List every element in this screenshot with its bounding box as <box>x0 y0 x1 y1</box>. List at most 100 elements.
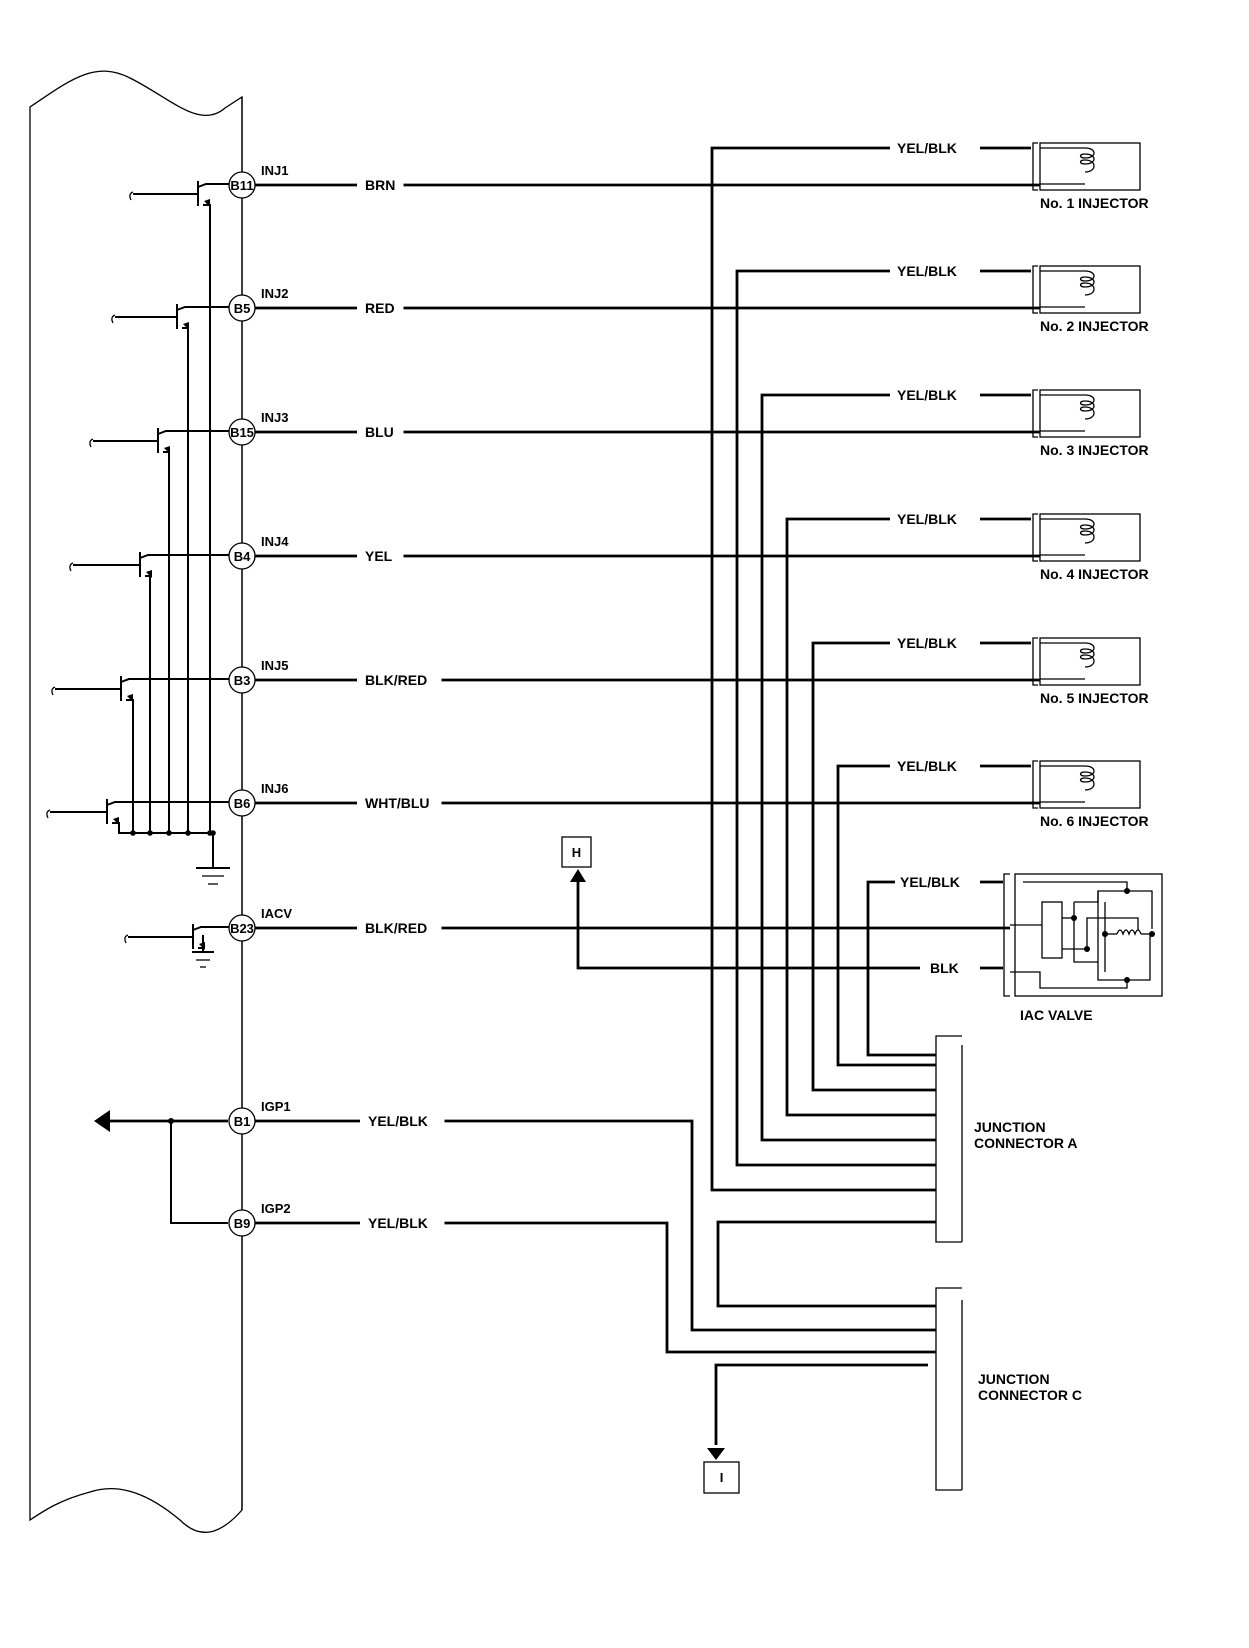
emitter-return <box>145 575 151 833</box>
injector-body <box>1039 513 1141 562</box>
pin-signal: INJ4 <box>261 534 289 549</box>
injector-label: No. 5 INJECTOR <box>1040 690 1149 706</box>
collector-line <box>176 306 229 311</box>
injector-label: No. 6 INJECTOR <box>1040 813 1149 829</box>
driver-transistor-6 <box>46 799 229 825</box>
emitter-return <box>112 822 213 834</box>
injectors: No. 1 INJECTOR No. 2 INJECTOR No. 3 INJECT… <box>1032 142 1149 829</box>
signal-input-icon <box>129 191 134 201</box>
injector-label: No. 1 INJECTOR <box>1040 195 1149 211</box>
injector-5[interactable]: No. 5 INJECTOR <box>1032 637 1149 706</box>
collector-line <box>120 678 229 683</box>
junction-a-line2: CONNECTOR A <box>974 1135 1077 1151</box>
driver-transistor-4 <box>69 552 229 578</box>
injector-power-feed <box>836 764 936 1067</box>
solenoid-coil-icon <box>1079 765 1095 791</box>
iac-power-wire-label: YEL/BLK <box>900 874 960 890</box>
injector-body <box>1039 389 1141 438</box>
ground-symbol-iacv <box>192 935 214 968</box>
injector-power-wire-label: YEL/BLK <box>897 387 957 403</box>
ecm-pin-b5[interactable]: B5 INJ2 <box>228 286 288 322</box>
solenoid-coil-icon <box>1079 270 1095 296</box>
injector-power-wire-label: YEL/BLK <box>897 511 957 527</box>
pin-signal: IGP2 <box>261 1201 291 1216</box>
signal-input-icon <box>124 934 129 944</box>
driver-transistor-7 <box>124 924 229 950</box>
injector-power-feed <box>785 517 936 1117</box>
pin-id: B4 <box>234 549 251 564</box>
junction-c-line1: JUNCTION <box>978 1371 1050 1387</box>
ref-h[interactable]: H <box>561 836 920 970</box>
injector-power-feed <box>811 641 936 1092</box>
ecm-pin-b4[interactable]: B4 INJ4 <box>228 534 289 570</box>
junction-connector-a[interactable]: JUNCTION CONNECTOR A <box>935 1035 1077 1243</box>
injector-label: No. 2 INJECTOR <box>1040 318 1149 334</box>
injector-1[interactable]: No. 1 INJECTOR <box>1032 142 1149 211</box>
injector-2[interactable]: No. 2 INJECTOR <box>1032 265 1149 334</box>
signal-input-icon <box>89 438 94 448</box>
injector-label: No. 4 INJECTOR <box>1040 566 1149 582</box>
pin-id: B15 <box>230 425 254 440</box>
injector-body <box>1039 265 1141 314</box>
collector-line <box>157 430 229 435</box>
signal-input-icon <box>51 686 56 696</box>
injector-connector <box>1032 513 1038 562</box>
injector-power-feed <box>760 393 936 1142</box>
ref-h-label: H <box>572 845 581 860</box>
injector-power-wire-label: YEL/BLK <box>897 263 957 279</box>
collector-line <box>139 554 229 559</box>
injector-connector <box>1032 760 1038 809</box>
driver-transistor-3 <box>89 428 229 454</box>
driver-transistor-2 <box>111 304 229 330</box>
driver-transistors <box>46 181 229 950</box>
pin-signal: INJ2 <box>261 286 288 301</box>
pin-id: B5 <box>234 301 251 316</box>
wire-color-label: YEL/BLK <box>368 1113 428 1129</box>
ground-symbol-injectors <box>196 833 230 885</box>
emitter-return <box>163 451 170 833</box>
wire-color-label: YEL/BLK <box>368 1215 428 1231</box>
wire-color-label: BLK/RED <box>365 672 427 688</box>
injector-3[interactable]: No. 3 INJECTOR <box>1032 389 1149 458</box>
signal-input-icon <box>46 809 51 819</box>
injector-4[interactable]: No. 4 INJECTOR <box>1032 513 1149 582</box>
injector-power-feed <box>710 146 936 1192</box>
pin-signal: INJ6 <box>261 781 288 796</box>
iac-valve[interactable]: IAC VALVE <box>1003 873 1163 1023</box>
signal-input-icon <box>69 562 74 572</box>
solenoid-coil-icon <box>1079 518 1095 544</box>
wire-color-label: YEL <box>365 548 393 564</box>
pin-id: B9 <box>234 1216 251 1231</box>
wire-color-label: BRN <box>365 177 395 193</box>
ref-i-label: I <box>720 1470 724 1485</box>
injector-body <box>1039 760 1141 809</box>
solenoid-coil-icon <box>1079 394 1095 420</box>
signal-input-icon <box>111 314 116 324</box>
driver-transistor-5 <box>51 676 229 702</box>
pin-signal: INJ1 <box>261 163 288 178</box>
ecm-pin-b9[interactable]: B9 IGP2 <box>228 1201 291 1237</box>
junction-c-line2: CONNECTOR C <box>978 1387 1082 1403</box>
wire-color-label: WHT/BLU <box>365 795 430 811</box>
pin-id: B23 <box>230 921 254 936</box>
ref-i[interactable]: I <box>703 1363 928 1494</box>
junction-connector-c[interactable]: JUNCTION CONNECTOR C <box>935 1287 1082 1491</box>
injector-body <box>1039 637 1141 686</box>
injector-connector <box>1032 142 1038 191</box>
iac-wires: YEL/BLK BLK <box>866 874 1003 1057</box>
collector-line <box>192 926 229 931</box>
injector-power-wire-label: YEL/BLK <box>897 758 957 774</box>
harness-wires: BRNREDBLUYELBLK/REDWHT/BLUBLK/REDYEL/BLK… <box>255 140 1040 1231</box>
pin-id: B1 <box>234 1114 251 1129</box>
ecm-pin-b1[interactable]: B1 IGP1 <box>228 1099 291 1135</box>
junction-a-line1: JUNCTION <box>974 1119 1046 1135</box>
pin-signal: IGP1 <box>261 1099 291 1114</box>
injector-6[interactable]: No. 6 INJECTOR <box>1032 760 1149 829</box>
